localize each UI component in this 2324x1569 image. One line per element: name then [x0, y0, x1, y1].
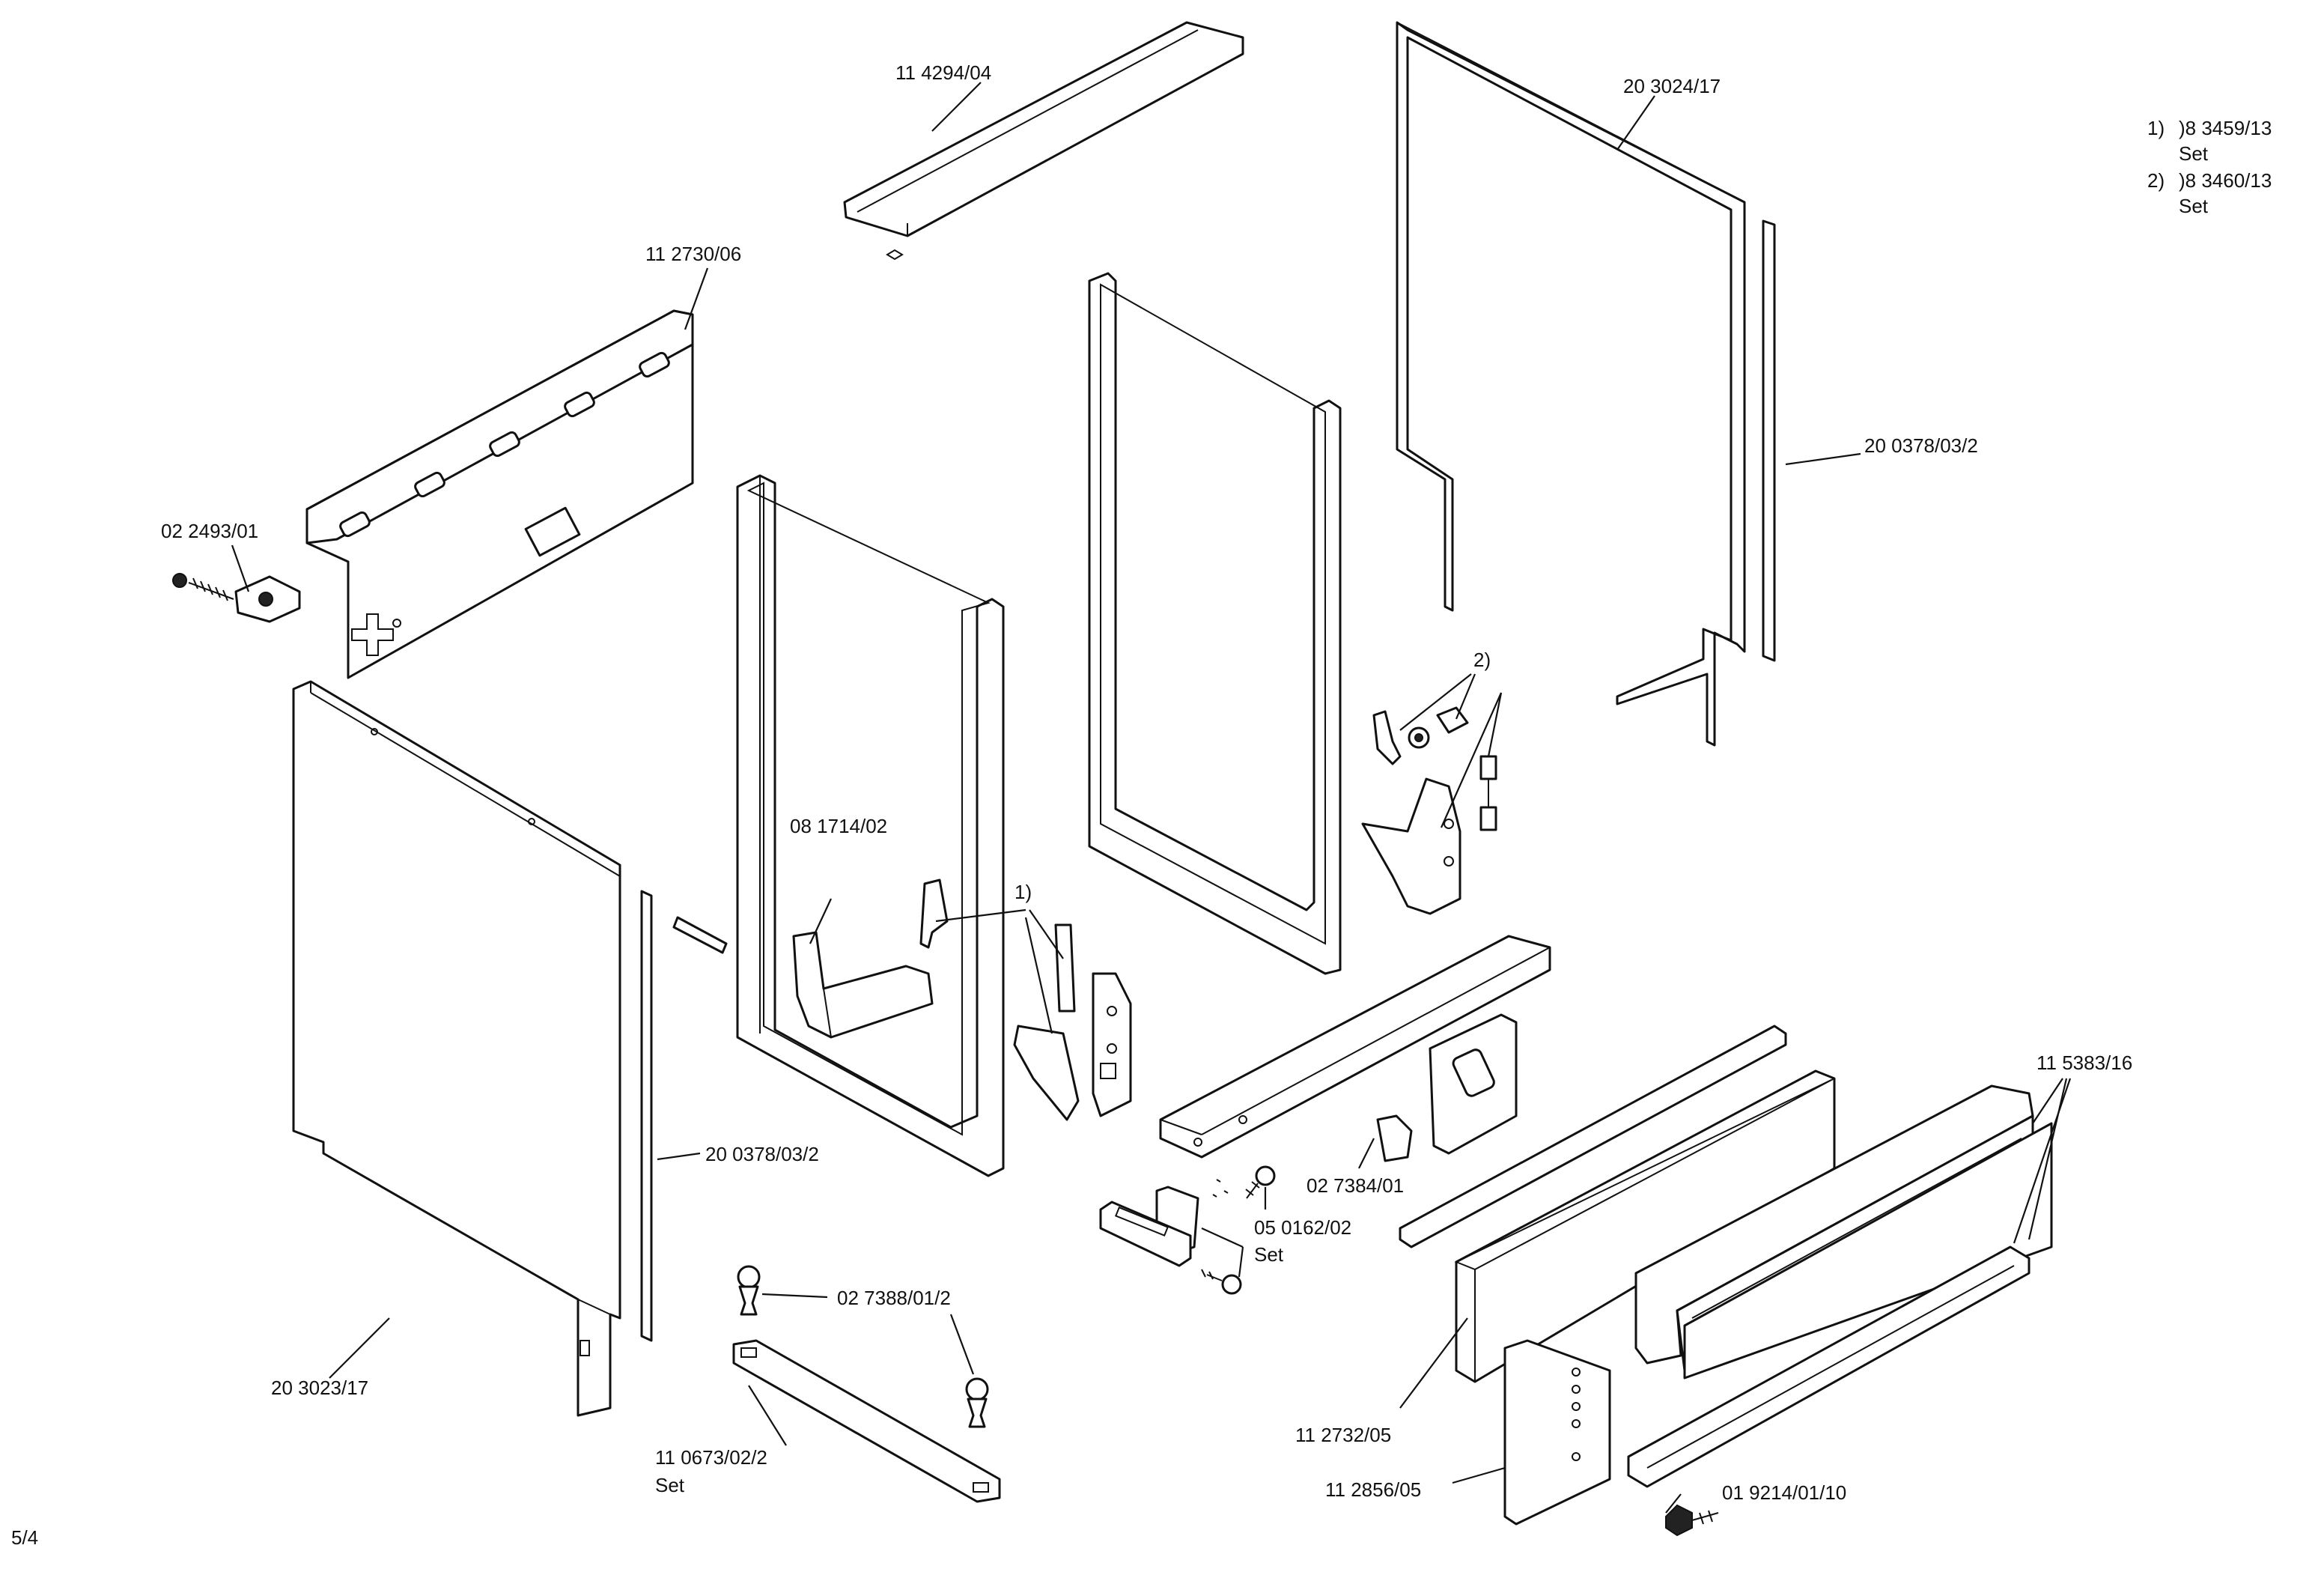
- label-110673: 11 0673/02/2: [655, 1446, 767, 1469]
- callout-2: 2): [1473, 649, 1491, 671]
- label-050162-set: Set: [1254, 1243, 1284, 1266]
- legend-2-key: 2): [2147, 169, 2165, 192]
- connecting-rod: [672, 916, 728, 954]
- trim-strip: [1399, 1025, 1787, 1248]
- label-200378-right: 20 0378/03/2: [1864, 434, 1978, 457]
- kick-plate: [1683, 1122, 2053, 1380]
- leveling-foot-1: [737, 1265, 761, 1316]
- hinge-set-2: [1361, 706, 1497, 915]
- legend-1-note: Set: [2179, 142, 2209, 165]
- right-edge-gasket: [1762, 219, 1776, 662]
- label-203024: 20 3024/17: [1623, 75, 1721, 97]
- label-112730: 11 2730/06: [645, 243, 741, 265]
- label-203023: 20 3023/17: [271, 1377, 368, 1399]
- legend-1-key: 1): [2147, 117, 2165, 139]
- bracket-081714: [792, 931, 934, 1039]
- leveling-foot-2: [965, 1377, 989, 1428]
- front-plinth-panel: [1503, 1339, 1611, 1526]
- label-027384: 02 7384/01: [1307, 1174, 1404, 1197]
- label-200378-left: 20 0378/03/2: [705, 1143, 819, 1165]
- label-081714: 08 1714/02: [790, 815, 887, 837]
- label-114294: 11 4294/04: [895, 61, 991, 84]
- door-frame-left: [736, 474, 1005, 1177]
- callout-1: 1): [1015, 881, 1032, 903]
- label-112856: 11 2856/05: [1325, 1478, 1421, 1501]
- label-027388: 02 7388/01/2: [837, 1287, 951, 1309]
- label-019214: 01 9214/01/10: [1722, 1481, 1846, 1504]
- left-side-panel: [292, 680, 621, 1417]
- label-115383: 11 5383/16: [2036, 1051, 2132, 1074]
- set-legend: 1) )8 3459/13 Set 2) )8 3460/13 Set: [2147, 117, 2272, 217]
- label-050162: 05 0162/02: [1254, 1216, 1351, 1239]
- part-labels: 11 4294/04 20 3024/17 11 2730/06 20 0378…: [11, 61, 2132, 1549]
- screw-019214: [1665, 1504, 1719, 1537]
- screw-set-050162: [1099, 1165, 1276, 1295]
- hinge-set-1: [919, 878, 1132, 1121]
- left-edge-gasket: [640, 890, 653, 1342]
- label-110673-set: Set: [655, 1474, 685, 1496]
- clip-027384: [1376, 1114, 1413, 1162]
- legend-2-code: )8 3460/13: [2179, 169, 2272, 192]
- legend-2-note: Set: [2179, 195, 2209, 217]
- label-022493: 02 2493/01: [161, 520, 258, 542]
- legend-1-code: )8 3459/13: [2179, 117, 2272, 139]
- top-bracket: [305, 309, 694, 679]
- page-number: 5/4: [11, 1526, 38, 1549]
- right-side-panel: [1396, 21, 1746, 747]
- door-rail: [1159, 935, 1551, 1159]
- door-frame-right: [1088, 272, 1342, 975]
- screw-clamp: [172, 573, 301, 623]
- mounting-plate: [1429, 1013, 1518, 1155]
- base-foot: [732, 1339, 1001, 1503]
- label-112732: 11 2732/05: [1295, 1424, 1391, 1446]
- top-cover-strip: [843, 21, 1244, 261]
- bottom-strip: [1627, 1245, 2031, 1488]
- leader-lines: [231, 82, 2072, 1514]
